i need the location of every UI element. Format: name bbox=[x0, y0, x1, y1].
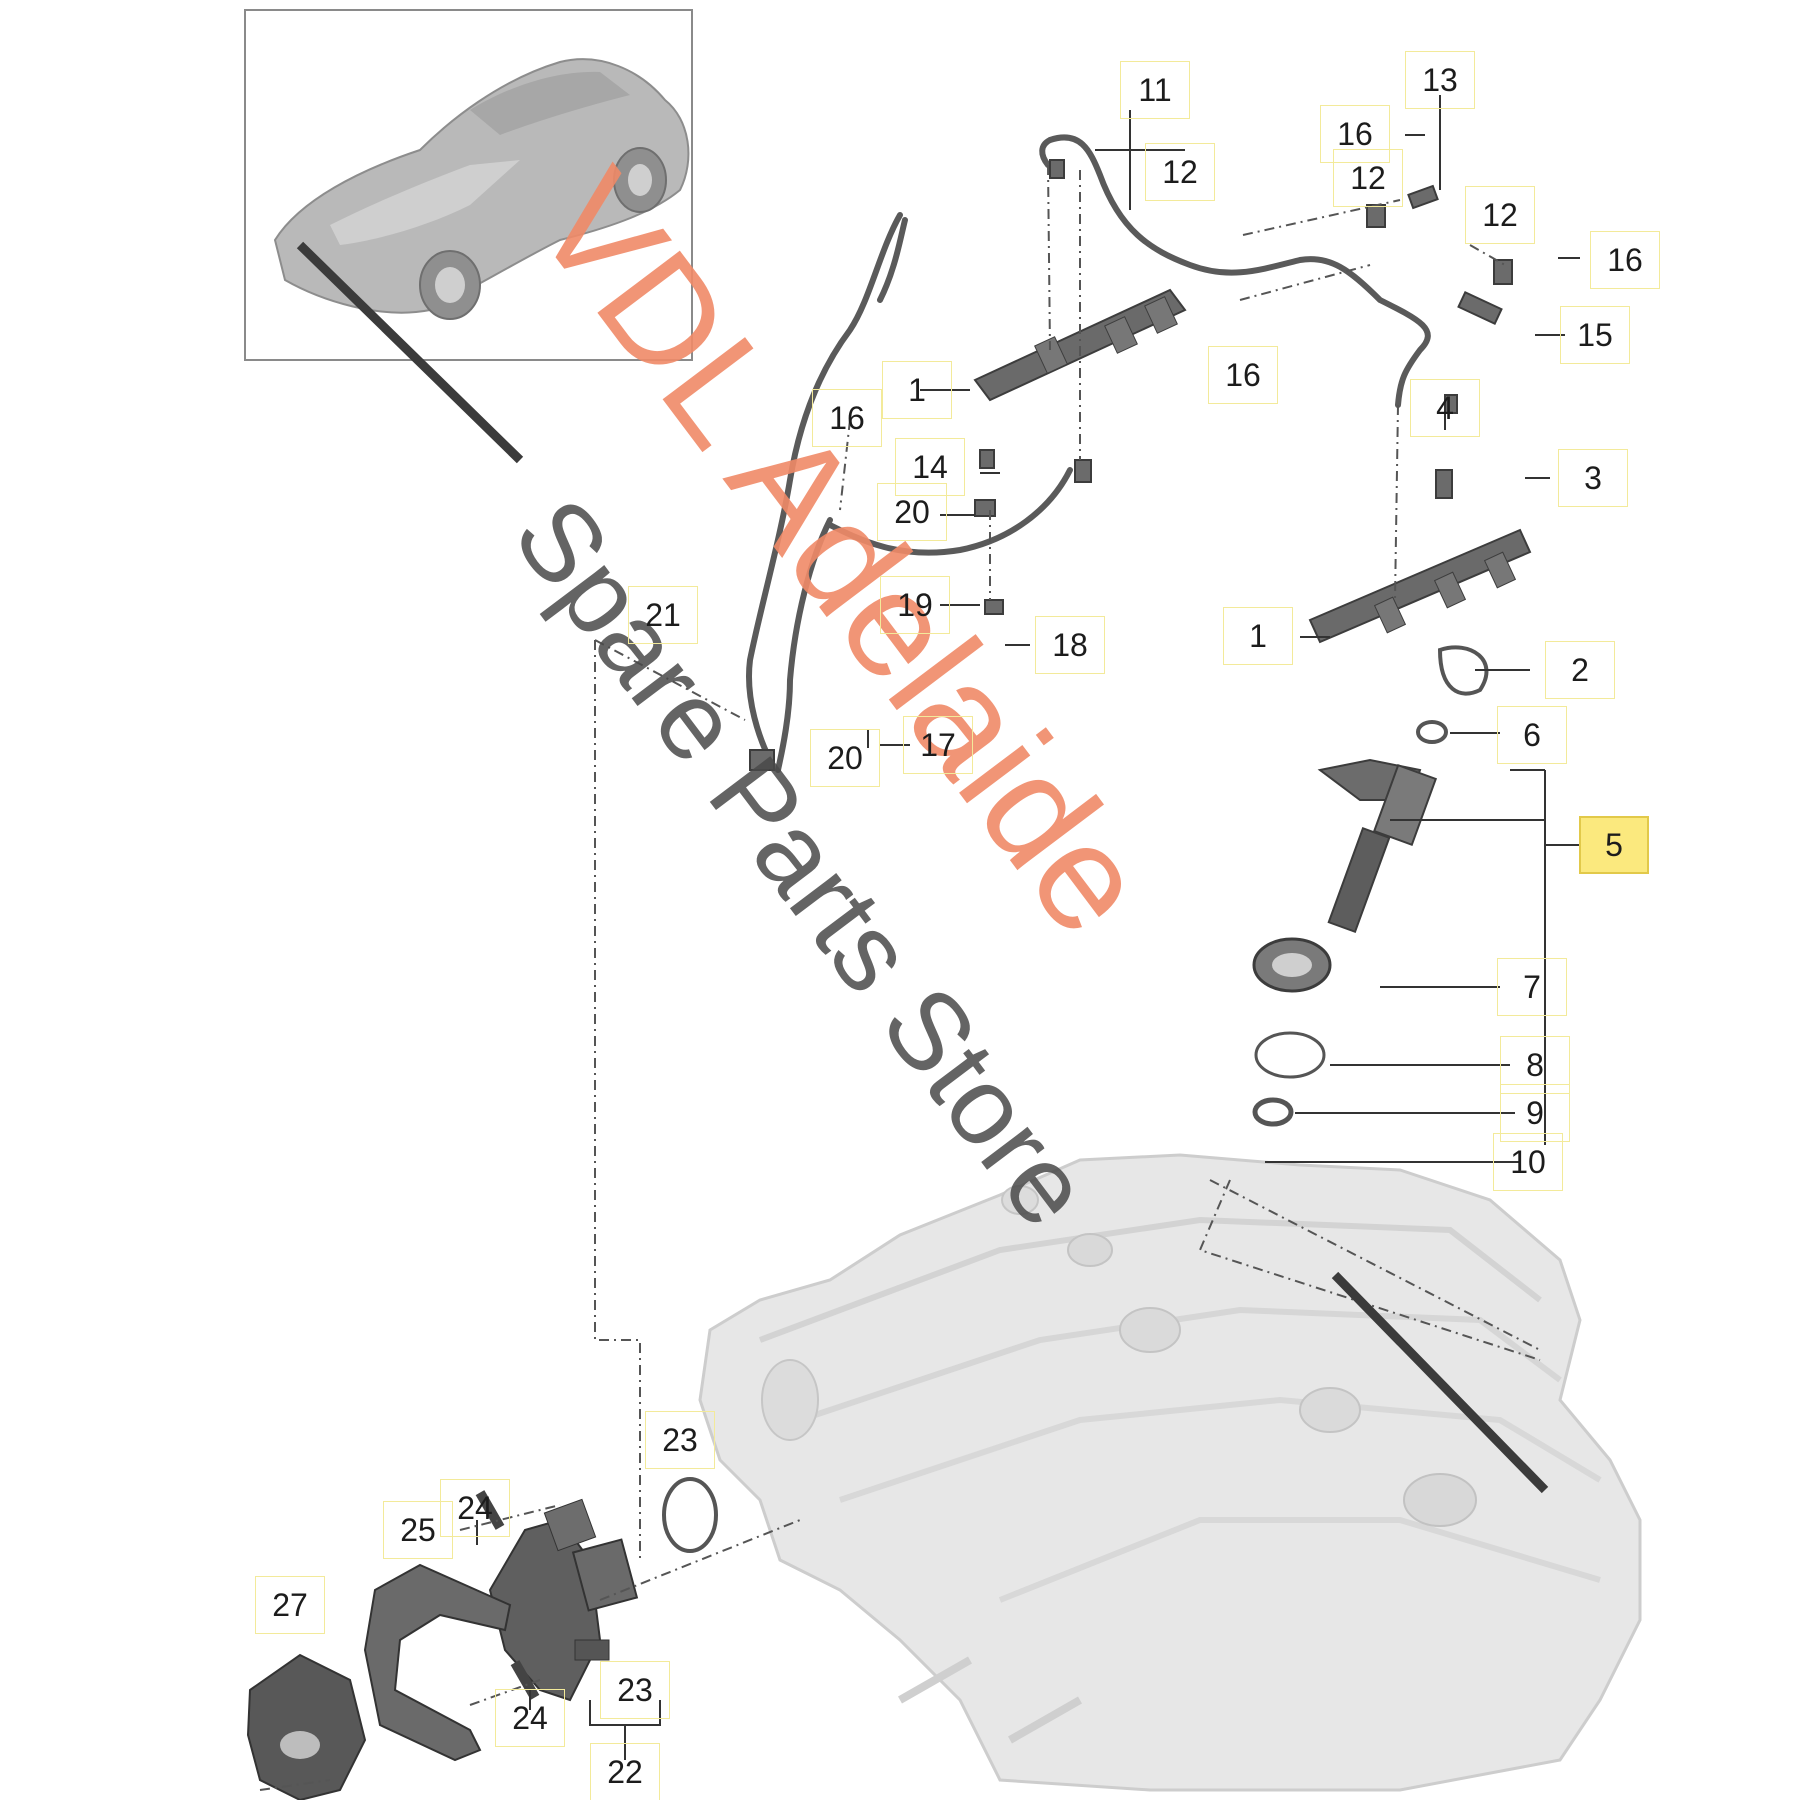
fuel-rails bbox=[973, 288, 1532, 644]
callout-20: 20 bbox=[810, 729, 880, 787]
callout-5-highlighted: 5 bbox=[1579, 816, 1649, 874]
car-icon bbox=[273, 58, 690, 320]
callout-1: 1 bbox=[1223, 607, 1293, 665]
pump-cover-plate bbox=[246, 1653, 367, 1800]
callout-16: 16 bbox=[1320, 105, 1390, 163]
callout-16: 16 bbox=[1208, 346, 1278, 404]
callout-20: 20 bbox=[877, 483, 947, 541]
callout-22: 22 bbox=[590, 1743, 660, 1800]
fittings bbox=[749, 159, 1513, 771]
callout-12: 12 bbox=[1145, 143, 1215, 201]
callout-6: 6 bbox=[1497, 706, 1567, 764]
callout-21: 21 bbox=[628, 586, 698, 644]
callout-27: 27 bbox=[255, 1576, 325, 1634]
vehicle-thumbnail bbox=[244, 9, 693, 361]
callout-24: 24 bbox=[440, 1479, 510, 1537]
engine-block bbox=[698, 1153, 1642, 1792]
callout-14: 14 bbox=[895, 438, 965, 496]
callout-7: 7 bbox=[1497, 958, 1567, 1016]
assembly-lines bbox=[259, 164, 1541, 1791]
callout-17: 17 bbox=[903, 716, 973, 774]
callout-13: 13 bbox=[1405, 51, 1475, 109]
fuel-injector bbox=[1252, 645, 1489, 1127]
callout-16: 16 bbox=[1590, 231, 1660, 289]
callout-23: 23 bbox=[600, 1661, 670, 1719]
watermark-slash-top bbox=[296, 241, 524, 464]
fuel-lines bbox=[746, 134, 1431, 773]
leader-lines bbox=[476, 95, 1580, 1760]
callout-10: 10 bbox=[1493, 1133, 1563, 1191]
callout-23: 23 bbox=[645, 1411, 715, 1469]
callout-3: 3 bbox=[1558, 449, 1628, 507]
watermark-slash-bottom bbox=[1331, 1271, 1549, 1494]
callout-2: 2 bbox=[1545, 641, 1615, 699]
callout-8: 8 bbox=[1500, 1036, 1570, 1094]
callout-19: 19 bbox=[880, 576, 950, 634]
callout-18: 18 bbox=[1035, 616, 1105, 674]
callout-16: 16 bbox=[812, 389, 882, 447]
callout-9: 9 bbox=[1500, 1084, 1570, 1142]
callout-4: 4 bbox=[1410, 379, 1480, 437]
callout-24: 24 bbox=[495, 1689, 565, 1747]
high-pressure-pump bbox=[488, 1477, 718, 1702]
callout-1: 1 bbox=[882, 361, 952, 419]
callout-11: 11 bbox=[1120, 61, 1190, 119]
callout-12: 12 bbox=[1465, 186, 1535, 244]
callout-25: 25 bbox=[383, 1501, 453, 1559]
callout-15: 15 bbox=[1560, 306, 1630, 364]
callout-12: 12 bbox=[1333, 149, 1403, 207]
